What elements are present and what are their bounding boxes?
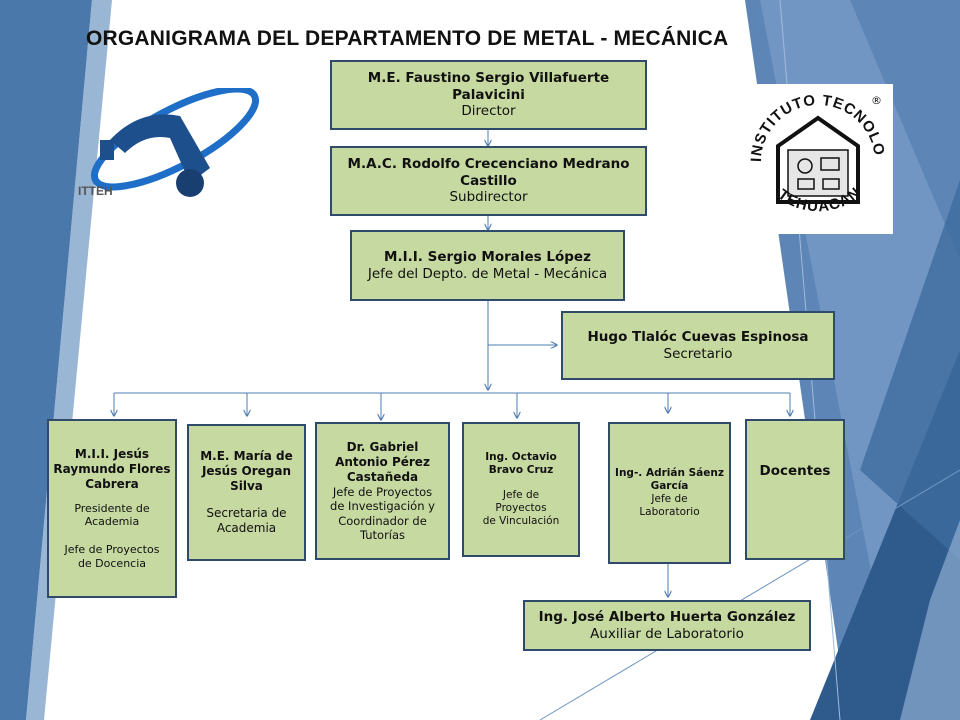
node-auxiliar-role: Auxiliar de Laboratorio — [590, 625, 744, 642]
seal-icon: INSTITUTO TECNOLOGICO ® TEHUACAN — [737, 71, 887, 215]
node-laboratorio: Ing-. Adrián Sáenz García Jefe de Labora… — [608, 422, 731, 564]
logo-text: ITTEH — [78, 184, 113, 198]
node-auxiliar: Ing. José Alberto Huerta González Auxili… — [523, 600, 811, 651]
left-blue-band — [0, 0, 92, 720]
node-jefe-departamento: M.I.I. Sergio Morales López Jefe del Dep… — [350, 230, 625, 301]
right-mid-triangle — [860, 180, 960, 560]
node-vinculacion-name: Ing. Octavio Bravo Cruz — [485, 450, 557, 476]
node-jefe-role: Jefe del Depto. de Metal - Mecánica — [367, 265, 608, 282]
node-subdirector-name: M.A.C. Rodolfo Crecenciano Medrano Casti… — [347, 155, 630, 189]
node-presidente-academia: M.I.I. Jesús Raymundo Flores Cabrera Pre… — [47, 419, 177, 598]
right-light-sliver — [900, 520, 960, 720]
node-vinculacion-role: Jefe de Proyectos de Vinculación — [482, 488, 560, 528]
node-secretaria-academia-role: Secretaria de Academia — [206, 506, 287, 535]
node-docentes: Docentes — [745, 419, 845, 560]
robot-arm-icon: ITTEH — [78, 85, 260, 198]
decor-line — [539, 469, 960, 720]
node-jefe-name: M.I.I. Sergio Morales López — [384, 248, 591, 265]
node-director-role: Director — [461, 103, 516, 120]
node-secretaria-academia-name: M.E. María de Jesús Oregan Silva — [200, 449, 293, 493]
node-vinculacion: Ing. Octavio Bravo Cruz Jefe de Proyecto… — [462, 422, 580, 557]
node-investigacion-role: Jefe de Proyectos de Investigación y Coo… — [330, 484, 435, 542]
node-investigacion: Dr. Gabriel Antonio Pérez Castañeda Jefe… — [315, 422, 450, 560]
page-title: ORGANIGRAMA DEL DEPARTAMENTO DE METAL - … — [86, 27, 729, 50]
node-secretaria-academia: M.E. María de Jesús Oregan Silva Secreta… — [187, 424, 306, 561]
node-subdirector: M.A.C. Rodolfo Crecenciano Medrano Casti… — [330, 146, 647, 216]
node-auxiliar-name: Ing. José Alberto Huerta González — [538, 608, 796, 625]
node-presidente-role: Presidente de Academia Jefe de Proyectos… — [64, 501, 160, 570]
itteh-logo: ITTEH — [70, 85, 260, 203]
node-subdirector-role: Subdirector — [449, 189, 528, 206]
node-director-name: M.E. Faustino Sergio Villafuerte Palavic… — [367, 69, 610, 103]
registered-mark: ® — [871, 94, 882, 107]
node-secretario-role: Secretario — [663, 345, 733, 362]
instituto-tecnologico-logo: INSTITUTO TECNOLOGICO ® TEHUACAN — [737, 71, 893, 234]
node-docentes-name: Docentes — [759, 463, 831, 479]
node-presidente-name: M.I.I. Jesús Raymundo Flores Cabrera — [53, 446, 171, 491]
node-investigacion-name: Dr. Gabriel Antonio Pérez Castañeda — [335, 439, 430, 484]
node-laboratorio-role: Jefe de Laboratorio — [639, 493, 700, 519]
node-secretario-name: Hugo Tlalóc Cuevas Espinosa — [587, 328, 809, 345]
node-director: M.E. Faustino Sergio Villafuerte Palavic… — [330, 60, 647, 130]
node-secretario: Hugo Tlalóc Cuevas Espinosa Secretario — [561, 311, 835, 380]
node-laboratorio-name: Ing-. Adrián Sáenz García — [615, 466, 724, 492]
